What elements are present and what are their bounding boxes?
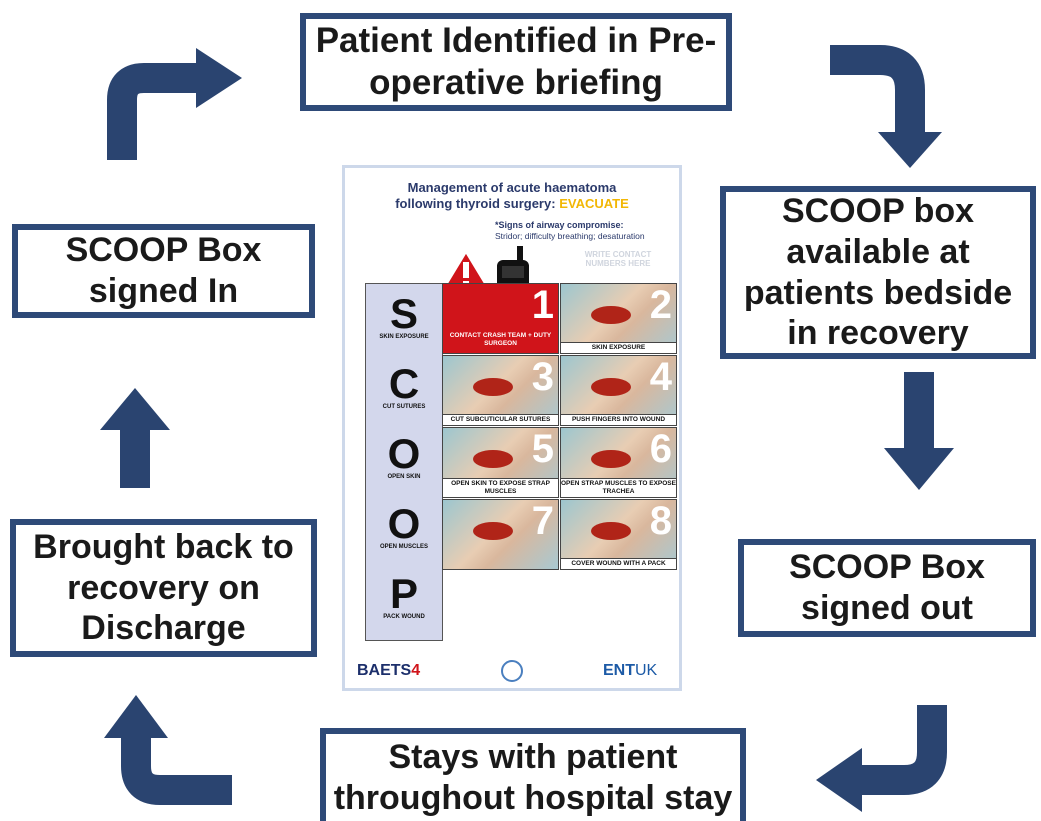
box-line: SCOOP Box xyxy=(789,548,985,587)
scoop-letter: O xyxy=(387,430,421,477)
wound-image xyxy=(591,306,631,324)
step-caption: CONTACT CRASH TEAM + DUTY SURGEON xyxy=(449,332,552,347)
scoop-letter: O xyxy=(387,500,421,547)
step-caption: SKIN EXPOSURE xyxy=(561,342,676,353)
box-line: signed In xyxy=(88,272,239,310)
box-line: SCOOP box xyxy=(781,191,975,230)
wound-image xyxy=(473,522,513,540)
scoop-letter-label: PACK WOUND xyxy=(383,614,425,620)
airway-signs-title: *Signs of airway compromise: xyxy=(495,220,624,230)
arrow-head-icon xyxy=(878,132,942,168)
wound-image xyxy=(591,522,631,540)
wound-image xyxy=(591,378,631,396)
step-number: 7 xyxy=(531,499,554,543)
scoop-letter: P xyxy=(389,570,418,617)
step-number: 5 xyxy=(531,427,554,471)
step-number: 8 xyxy=(649,499,672,543)
step-caption: COVER WOUND WITH A PACK xyxy=(561,558,676,569)
arrow-head-icon xyxy=(196,48,242,108)
poster-subtitle-text: following thyroid surgery: xyxy=(395,196,556,211)
box-line: patients bedside xyxy=(743,273,1013,312)
box-line: Stays with patient xyxy=(388,737,678,776)
box-line: available at xyxy=(786,232,970,271)
wound-image xyxy=(473,378,513,396)
scoop-letter-label: OPEN SKIN xyxy=(387,474,421,480)
box-line: signed out xyxy=(801,589,973,627)
straight-arrow-icon xyxy=(120,428,150,488)
box-line: Patient Identified in Pre- xyxy=(315,21,717,60)
step-number: 4 xyxy=(649,355,672,399)
poster-logos: BAETS4 ENTUK xyxy=(345,660,679,684)
scoop-letter: S xyxy=(389,290,418,337)
box-line: SCOOP Box xyxy=(65,231,262,270)
scoop-letter-label: SKIN EXPOSURE xyxy=(379,334,429,340)
step-number: 2 xyxy=(649,283,672,327)
arrow-head-icon xyxy=(100,388,170,430)
step-caption: OPEN STRAP MUSCLES TO EXPOSE TRACHEA xyxy=(561,478,676,497)
step-caption: OPEN SKIN TO EXPOSE STRAP MUSCLES xyxy=(443,478,558,497)
arrow-head-icon xyxy=(816,748,862,812)
step-cell-7: 7 xyxy=(442,499,559,570)
box-line: recovery on xyxy=(67,568,260,607)
write-contact-label: WRITE CONTACT NUMBERS HERE xyxy=(584,250,652,268)
uk-logo-text: UK xyxy=(635,662,658,679)
scoop-letter-label: OPEN MUSCLES xyxy=(379,544,428,550)
scoop-poster: Management of acute haematoma following … xyxy=(342,165,682,691)
entuk-logo: ENTUK xyxy=(603,662,657,680)
ent-logo-text: ENT xyxy=(603,662,635,679)
society-seal-logo xyxy=(501,660,523,682)
step-number: 6 xyxy=(649,427,672,471)
box-line: Brought back to xyxy=(33,527,294,566)
step-number: 1 xyxy=(531,283,554,327)
arrow-head-icon xyxy=(884,448,954,490)
wound-image xyxy=(591,450,631,468)
scoop-letter-label: CUT SUTURES xyxy=(382,404,426,410)
straight-arrow-icon xyxy=(904,372,934,450)
wound-image xyxy=(473,450,513,468)
airway-signs-text: Stridor; difficulty breathing; desaturat… xyxy=(495,231,645,241)
curved-arrow-icon xyxy=(121,735,232,805)
step-number: 3 xyxy=(531,355,554,399)
step-caption: CUT SUBCUTICULAR SUTURES xyxy=(443,414,558,425)
box-line: operative briefing xyxy=(369,63,663,102)
box-line: Discharge xyxy=(81,609,246,648)
baets-logo-text: BAETS xyxy=(357,662,412,679)
box-line: in recovery xyxy=(787,314,969,353)
evacuate-label: EVACUATE xyxy=(559,196,629,211)
step-identified-box: Patient Identified in Pre-operative brie… xyxy=(300,13,732,111)
box-line: throughout hospital stay xyxy=(333,778,733,817)
curved-arrow-icon xyxy=(858,705,947,795)
arrow-head-icon xyxy=(104,695,168,738)
scoop-letter: C xyxy=(388,360,420,407)
curved-arrow-icon xyxy=(107,63,200,160)
poster-subtitle: following thyroid surgery: EVACUATE xyxy=(345,196,679,211)
poster-title: Management of acute haematoma xyxy=(407,180,617,195)
curved-arrow-icon xyxy=(830,45,925,135)
step-caption: PUSH FINGERS INTO WOUND xyxy=(561,414,676,425)
baets-logo: BAETS4 xyxy=(357,662,421,679)
